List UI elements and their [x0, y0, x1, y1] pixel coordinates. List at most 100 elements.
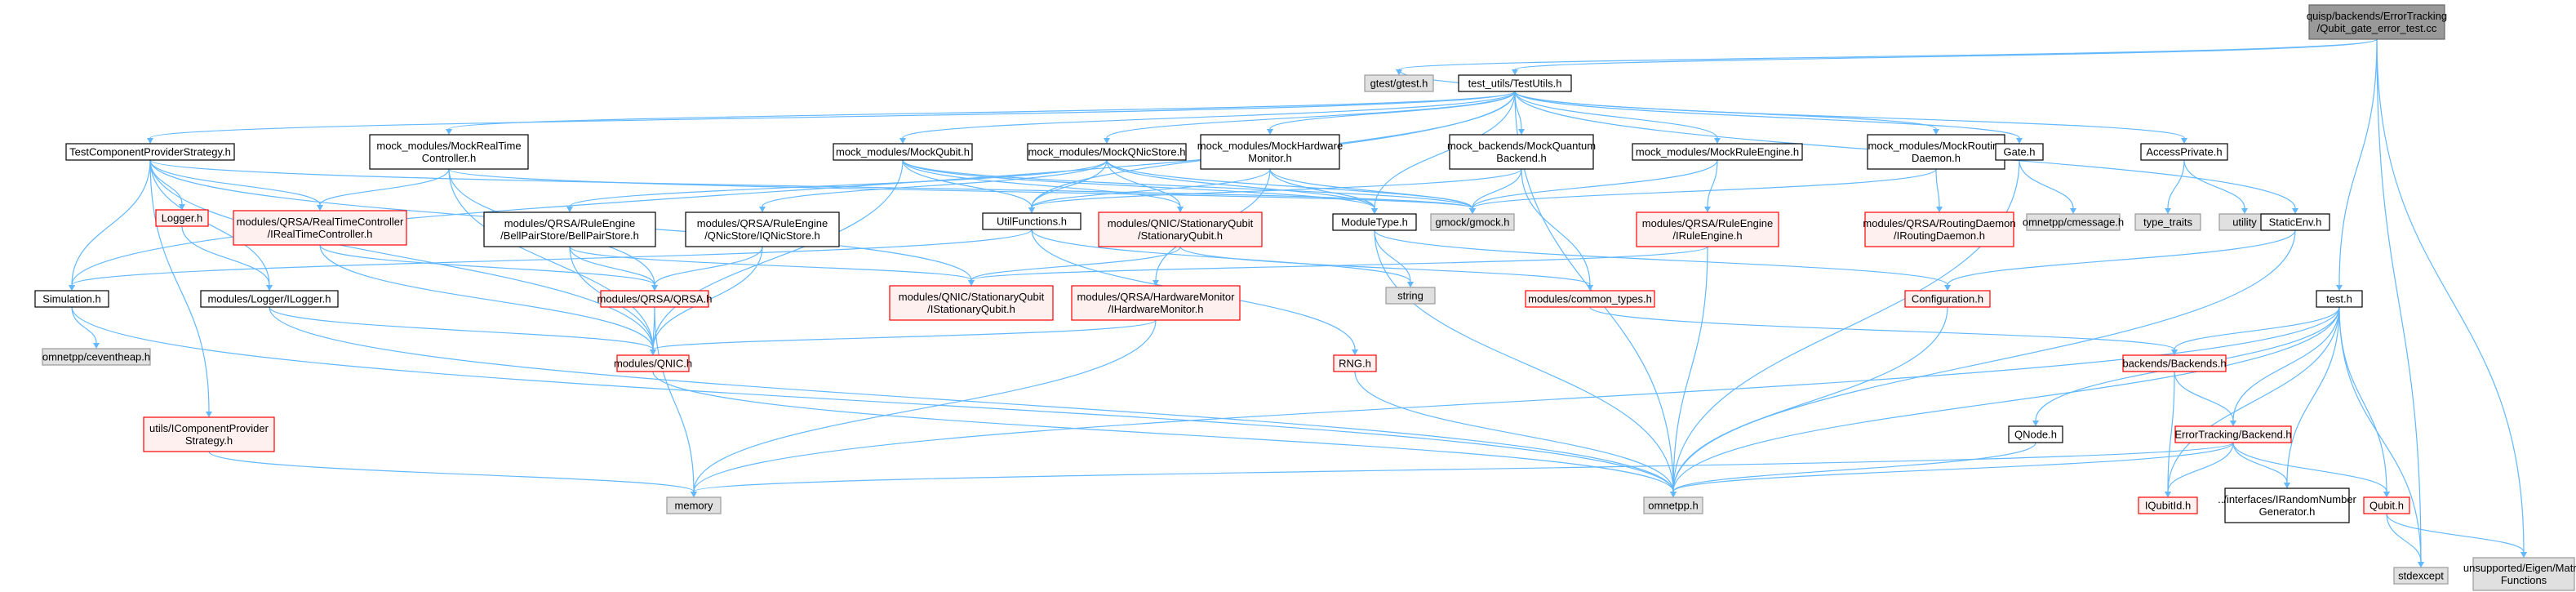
node-label: quisp/backends/ErrorTracking — [2307, 10, 2447, 22]
node-label: Controller.h — [422, 152, 476, 164]
node-label: Generator.h — [2259, 505, 2316, 518]
edge-line — [1514, 91, 1718, 139]
edge-line — [2232, 306, 2340, 421]
edge-arrowhead — [899, 138, 906, 144]
node-box — [42, 348, 151, 366]
node-accessp[interactable]: AccessPrivate.h — [2140, 143, 2228, 161]
node-qnode[interactable]: QNode.h — [2008, 425, 2063, 443]
node-testh[interactable]: test.h — [2316, 290, 2363, 308]
node-qrsa[interactable]: modules/QRSA/QRSA.h — [597, 290, 713, 308]
edge-arrowhead — [2165, 492, 2171, 497]
node-memory: memory — [666, 496, 722, 514]
node-isq[interactable]: modules/QNIC/StationaryQubit/IStationary… — [889, 285, 1054, 321]
edge-line — [902, 159, 1181, 207]
node-ihwm[interactable]: modules/QRSA/HardwareMonitor/IHardwareMo… — [1071, 285, 1241, 321]
include-edge-mockqb-to-utilfn — [1028, 168, 1522, 213]
edge-line — [1106, 91, 1516, 139]
node-mockqnic[interactable]: mock_modules/MockQNicStore.h — [1027, 143, 1187, 161]
edge-line — [1521, 168, 1591, 286]
node-logger[interactable]: Logger.h — [155, 209, 209, 227]
node-label: string — [1397, 290, 1423, 302]
node-qubith[interactable]: Qubit.h — [2363, 496, 2410, 514]
edge-arrowhead — [93, 343, 100, 349]
node-moduletype[interactable]: ModuleType.h — [1332, 213, 1417, 231]
node-ilogger[interactable]: modules/Logger/ILogger.h — [200, 290, 339, 308]
edge-line — [1672, 229, 2296, 492]
include-edge-ilogger-to-qnic — [269, 306, 656, 355]
node-staticenv[interactable]: StaticEnv.h — [2260, 213, 2330, 231]
node-label: StaticEnv.h — [2269, 216, 2322, 229]
node-box — [155, 209, 209, 227]
include-edge-tcps-to-irtc — [149, 159, 323, 211]
node-box — [65, 143, 235, 161]
edge-arrowhead — [446, 129, 452, 135]
node-sq[interactable]: modules/QNIC/StationaryQubit/StationaryQ… — [1098, 211, 1263, 247]
edge-arrowhead — [1704, 207, 1711, 212]
edge-line — [208, 451, 695, 492]
node-iqubitid[interactable]: IQubitId.h — [2138, 496, 2198, 514]
node-iqnicstore[interactable]: modules/QRSA/RuleEngine/QNicStore/IQNicS… — [685, 211, 840, 247]
node-box — [200, 290, 339, 308]
edge-arrowhead — [2070, 208, 2076, 214]
node-label: Simulation.h — [42, 293, 101, 305]
node-mockre[interactable]: mock_modules/MockRuleEngine.h — [1632, 143, 1803, 161]
node-tcps[interactable]: TestComponentProviderStrategy.h — [65, 143, 235, 161]
node-utilfn[interactable]: UtilFunctions.h — [982, 212, 1081, 230]
include-edge-staticenv-to-configuration — [1944, 229, 2296, 291]
node-root[interactable]: quisp/backends/ErrorTracking/Qubit_gate_… — [2307, 4, 2447, 40]
node-iroutingd[interactable]: modules/QRSA/RoutingDaemon/IRoutingDaemo… — [1863, 211, 2016, 247]
include-edge-root-to-stdexcept — [2376, 38, 2424, 568]
edge-line — [1672, 159, 2020, 492]
node-qnic[interactable]: modules/QNIC.h — [614, 354, 692, 372]
node-iruleengine[interactable]: modules/QRSA/RuleEngine/IRuleEngine.h — [1636, 211, 1779, 247]
node-simulation[interactable]: Simulation.h — [34, 290, 109, 308]
node-label: modules/QRSA/RuleEngine — [504, 217, 635, 229]
node-commontypes[interactable]: modules/common_types.h — [1525, 290, 1655, 308]
edge-line — [1106, 159, 1375, 209]
node-backends[interactable]: backends/Backends.h — [2122, 354, 2227, 372]
node-label: /BellPairStore/BellPairStore.h — [500, 229, 639, 242]
node-box — [1200, 134, 1340, 170]
include-edge-root-to-testh — [2336, 38, 2378, 291]
node-box — [2138, 496, 2198, 514]
edge-line — [1354, 371, 1674, 492]
node-etbackend[interactable]: ErrorTracking/Backend.h — [2174, 425, 2292, 443]
include-edge-moduletype-to-omnetpp — [1374, 229, 1677, 497]
node-bellpair[interactable]: modules/QRSA/RuleEngine/BellPairStore/Be… — [483, 211, 656, 247]
edge-line — [902, 159, 1375, 209]
edge-line — [71, 159, 151, 286]
edge-arrowhead — [1104, 138, 1110, 144]
node-label: mock_backends/MockQuantum — [1447, 140, 1596, 152]
node-box — [1867, 134, 2005, 170]
include-edge-moduletype-to-string — [1374, 229, 1414, 287]
node-configuration[interactable]: Configuration.h — [1904, 290, 1991, 308]
node-mockqubit[interactable]: mock_modules/MockQubit.h — [833, 143, 973, 161]
edge-line — [1514, 91, 2185, 139]
node-rng[interactable]: RNG.h — [1333, 354, 1377, 372]
node-irtc[interactable]: modules/QRSA/RealTimeController/IRealTim… — [233, 210, 407, 246]
edge-line — [2386, 513, 2422, 563]
edge-line — [2376, 38, 2525, 553]
edge-line — [1374, 229, 1948, 286]
include-edge-qnode-to-omnetpp — [1670, 442, 2036, 497]
node-testutils[interactable]: test_utils/TestUtils.h — [1458, 74, 1572, 92]
include-edge-testh-to-etbackend — [2230, 306, 2340, 426]
edge-line — [1514, 91, 1937, 130]
include-edge-root-to-testutils — [1512, 38, 2378, 75]
edge-arrowhead — [1714, 138, 1721, 144]
node-box — [1332, 213, 1417, 231]
include-edge-logger-to-ilogger — [181, 225, 273, 291]
edge-line — [319, 168, 450, 206]
node-gate[interactable]: Gate.h — [1995, 143, 2044, 161]
edge-line — [269, 306, 1674, 492]
node-box — [2316, 290, 2363, 308]
node-label: /IRuleEngine.h — [1672, 229, 1742, 242]
include-edge-irtc-to-qrsa — [319, 244, 658, 291]
edge-arrowhead — [1267, 129, 1273, 135]
